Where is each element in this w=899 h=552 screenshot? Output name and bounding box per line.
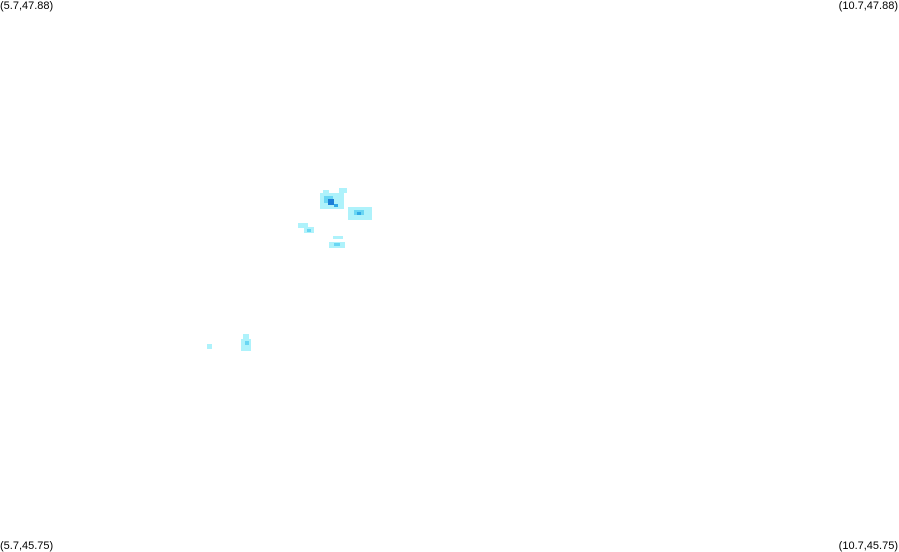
corner-top-left-coordinate: (5.7,47.88) [0,0,54,12]
cluster-central-b [329,236,345,248]
corner-bottom-right-coordinate: (10.7,45.75) [838,540,898,552]
cluster-central-a [298,223,314,233]
cluster-south [207,334,251,351]
corner-top-right-coordinate: (10.7,47.88) [838,0,898,12]
corner-bottom-left-coordinate: (5.7,45.75) [0,540,54,552]
cluster-north-b [348,207,372,220]
cluster-north-a [320,188,347,209]
